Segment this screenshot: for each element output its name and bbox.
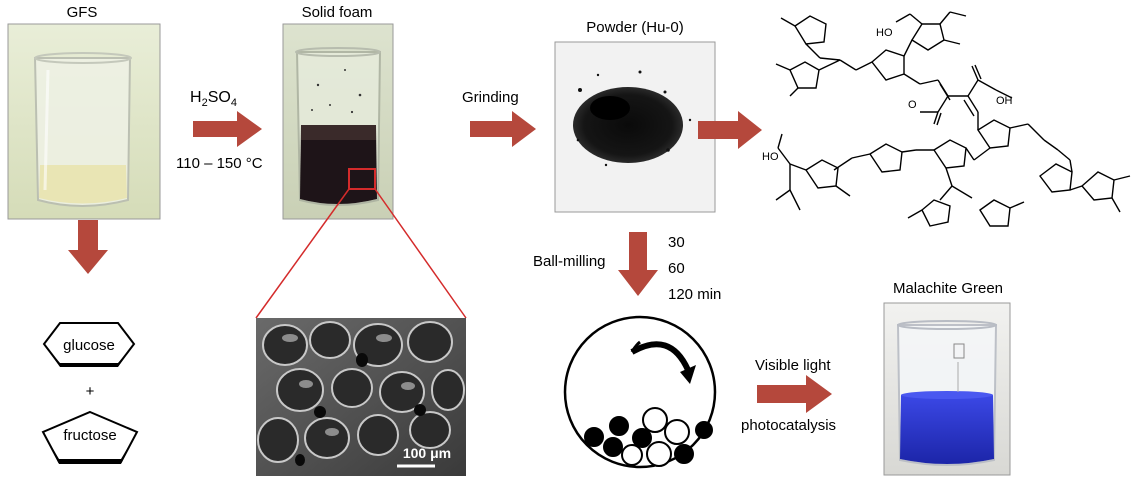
photocatalysis-label: photocatalysis — [741, 417, 836, 434]
arrow-foam-to-powder — [470, 111, 536, 147]
visible-light-label: Visible light — [755, 357, 831, 374]
zoom-box — [348, 168, 376, 190]
sem-scale-bar: 100 μm — [403, 445, 451, 461]
arrow-powder-down — [618, 232, 658, 296]
malachite-label: Malachite Green — [893, 280, 1003, 297]
arrows — [68, 111, 832, 413]
ball-milling-label: Ball-milling — [533, 253, 606, 270]
sem-image: 100 μm — [256, 318, 466, 476]
aldehyde-o-label: O — [908, 99, 917, 111]
powder-photo — [554, 41, 716, 213]
glucose-label: glucose — [63, 337, 115, 354]
plus-sign: + — [86, 383, 95, 400]
rotation-arrow — [630, 341, 691, 372]
ball-mill-jar — [563, 315, 717, 469]
grinding-label: Grinding — [462, 89, 519, 106]
solid-foam-label: Solid foam — [302, 4, 373, 21]
humin-structure-labels: HO OH O HO — [762, 27, 1013, 163]
time-30: 30 — [668, 234, 685, 251]
acid-label: H2SO4 — [190, 89, 237, 109]
arrow-photocatalysis — [757, 375, 832, 413]
zoom-line-right — [374, 188, 467, 319]
powder-label: Powder (Hu-0) — [586, 19, 684, 36]
time-120: 120 min — [668, 286, 721, 303]
fructose-label: fructose — [63, 427, 116, 444]
gfs-beaker-photo — [7, 23, 161, 220]
glucose-hexagon: glucose — [42, 322, 136, 367]
solid-foam-beaker-photo — [282, 23, 394, 220]
arrow-gfs-down — [68, 220, 108, 274]
zoom-line-left — [255, 188, 350, 319]
arrow-powder-to-structure — [698, 111, 762, 149]
cooh-label: HO — [762, 151, 779, 163]
milling-balls — [584, 407, 713, 467]
time-60: 60 — [668, 260, 685, 277]
humin-structure — [775, 11, 1131, 227]
malachite-beaker-photo — [883, 302, 1011, 476]
fructose-pentagon: fructose — [41, 410, 139, 464]
gfs-label: GFS — [67, 4, 98, 21]
temperature-label: 110 – 150 °C — [176, 155, 263, 172]
ch2oh-label: OH — [996, 95, 1013, 107]
arrow-gfs-to-foam — [193, 111, 262, 147]
hoch2-label: HO — [876, 27, 893, 39]
